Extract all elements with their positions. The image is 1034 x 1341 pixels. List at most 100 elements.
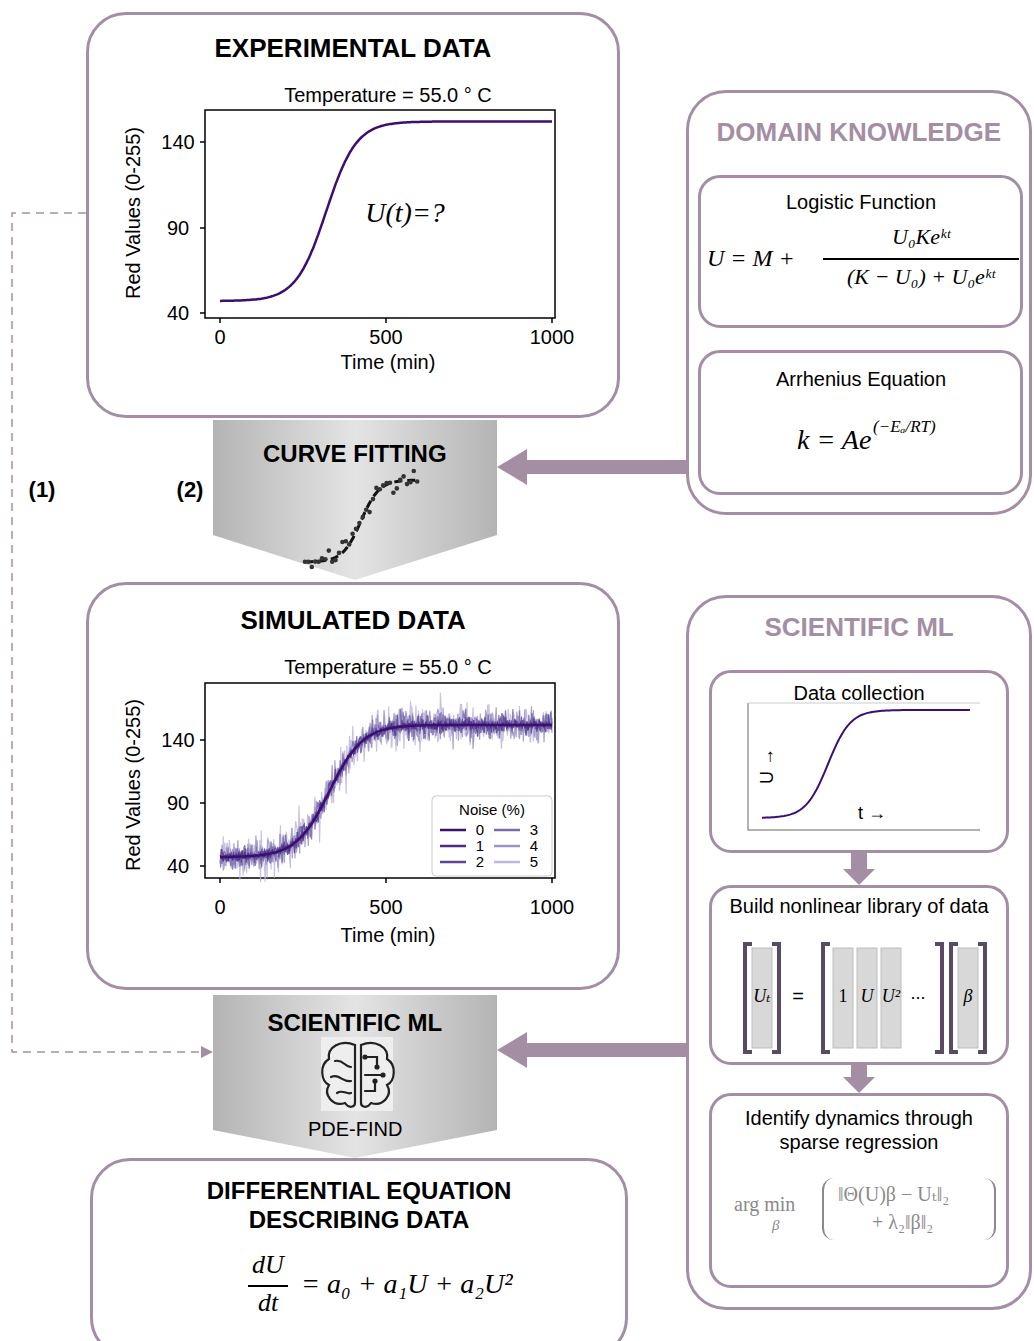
data-curve [220, 122, 552, 301]
tick-label: 90 [167, 791, 189, 815]
node-text: dt [258, 1287, 278, 1318]
node-text: (K − U₀) + U₀eᵏᵗ [847, 264, 995, 290]
block-arrow [497, 1032, 686, 1068]
tick-label: 40 [167, 301, 189, 325]
data-point [316, 559, 321, 564]
data-point [357, 521, 362, 526]
tick-label: 90 [167, 216, 189, 240]
legend-swatch [494, 829, 520, 832]
tick-label: 0 [214, 325, 225, 349]
block-arrow [843, 1065, 875, 1093]
data-point [388, 480, 393, 485]
data-point [367, 510, 372, 515]
connector-line [851, 1065, 867, 1078]
node-text: ‖Θ(U)β − Uₜ‖₂ [838, 1182, 949, 1206]
tick-mark [200, 312, 205, 314]
axis-title: t → [858, 803, 886, 825]
node-title: DIFFERENTIAL EQUATION DESCRIBING DATA [139, 1177, 579, 1235]
matrix-bracket [823, 944, 830, 1052]
process-chevron: SCIENTIFIC MLPDE-FIND [213, 995, 497, 1158]
equation-box: Arrhenius Equationk = Ae(−Eₐ/RT) [698, 350, 1023, 495]
node-title: Identify dynamics through sparse regress… [719, 1106, 999, 1154]
tick-label: 140 [161, 130, 194, 154]
matrix-column [958, 948, 978, 1048]
tick-label: 500 [369, 895, 402, 919]
data-point [327, 548, 332, 553]
matrix-column [833, 948, 853, 1048]
node-title: SCIENTIFIC ML [765, 612, 954, 643]
data-point [323, 557, 328, 562]
bracket [984, 1178, 996, 1240]
data-panel: SIMULATED DATA [86, 582, 620, 990]
arrowhead [497, 1032, 527, 1068]
data-point [354, 526, 359, 531]
legend-text: 1 [476, 837, 484, 855]
node-text: (−Eₐ/RT) [873, 417, 936, 437]
chevron-fill [213, 420, 497, 580]
data-point [401, 474, 406, 479]
data-point [333, 558, 338, 563]
knowledge-panel: Logistic FunctionU = M +U₀Keᵏᵗ(K − U₀) +… [686, 90, 1032, 515]
data-point [391, 490, 396, 495]
data-point [337, 551, 342, 556]
bracket [822, 1178, 834, 1240]
brain-icon [365, 1074, 383, 1076]
plot-frame [748, 703, 980, 830]
node-title: EXPERIMENTAL DATA [215, 33, 492, 64]
data-point [350, 531, 355, 536]
legend-text: 5 [530, 853, 538, 871]
node-text: k = Ae [797, 423, 871, 457]
plot-frame [205, 110, 555, 318]
chevron-fill [213, 995, 497, 1158]
brain-icon [335, 1061, 351, 1067]
matrix-symbol: U [861, 986, 874, 1008]
fraction-bar [823, 258, 1019, 260]
legend-swatch [440, 829, 466, 832]
brain-icon [331, 1076, 351, 1081]
brain-icon [372, 1078, 377, 1083]
matrix-bracket [745, 944, 752, 1052]
connector-line [526, 1043, 686, 1057]
tick-mark [200, 141, 205, 143]
step-box: Data collection [709, 670, 1009, 853]
tick-label: 40 [167, 854, 189, 878]
data-point [395, 486, 400, 491]
tick-mark [200, 802, 205, 804]
legend-text: 2 [476, 853, 484, 871]
tick-label: 0 [214, 895, 225, 919]
step-box: Identify dynamics through sparse regress… [709, 1093, 1009, 1288]
arrowhead [843, 1077, 875, 1093]
block-arrow [843, 853, 875, 885]
legend-swatch [440, 861, 466, 864]
data-point [347, 542, 352, 547]
brain-icon [337, 1092, 351, 1094]
method-panel: Data collectionBuild nonlinear library o… [686, 595, 1032, 1310]
data-point [412, 469, 417, 474]
tick-mark [385, 318, 387, 323]
equation-box: Logistic FunctionU = M +U₀Keᵏᵗ(K − U₀) +… [698, 175, 1023, 328]
data-curve [220, 709, 552, 870]
node-title: CURVE FITTING [263, 440, 447, 469]
matrix-symbol: U² [882, 986, 900, 1008]
legend-text: 3 [530, 821, 538, 839]
node-title: Build nonlinear library of data [719, 894, 999, 918]
connector-line [12, 213, 202, 1052]
connector-line [526, 460, 686, 474]
data-point [361, 515, 366, 520]
tick-mark [219, 318, 221, 323]
tick-label: 500 [369, 325, 402, 349]
node-title: SIMULATED DATA [241, 605, 466, 636]
tick-mark [200, 739, 205, 741]
data-point [310, 565, 315, 570]
fraction-bar [248, 1285, 288, 1287]
tick-mark [200, 865, 205, 867]
node-text: + λ₂‖β‖₂ [872, 1210, 933, 1234]
tick-mark [551, 318, 553, 323]
tick-mark [200, 227, 205, 229]
axis-title: Time (min) [341, 350, 436, 374]
node-title: SCIENTIFIC ML [268, 1009, 443, 1038]
connector-line [851, 853, 867, 870]
axis-title: U → [757, 748, 779, 784]
